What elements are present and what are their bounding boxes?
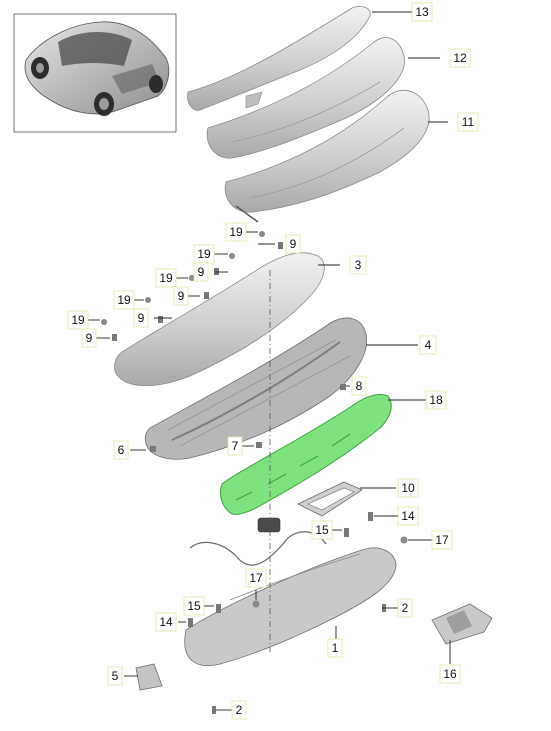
callout-14-text: 14 <box>401 509 415 523</box>
callout-labels: 13 12 11 19 9 3 19 9 19 9 19 9 19 9 4 8 … <box>67 2 479 720</box>
callout-11: 11 <box>457 112 479 132</box>
callout-8: 8 <box>351 376 367 396</box>
callout-9-text: 9 <box>290 237 297 251</box>
callout-18: 18 <box>425 390 447 410</box>
callout-17-b: 17 <box>245 568 267 588</box>
callout-1: 1 <box>327 638 343 658</box>
callout-7: 7 <box>227 436 243 456</box>
callout-2-b: 2 <box>231 700 247 720</box>
callout-5: 5 <box>107 666 123 686</box>
callout-19-e: 19 <box>67 310 89 330</box>
callout-14-b: 14 <box>155 612 177 632</box>
callout-3-text: 3 <box>355 258 362 272</box>
callout-15-text: 15 <box>187 599 201 613</box>
callout-10-text: 10 <box>401 481 415 495</box>
callout-13: 13 <box>411 2 433 22</box>
callout-19-text: 19 <box>71 313 85 327</box>
callout-17-text: 17 <box>435 533 449 547</box>
callout-9-d: 9 <box>133 308 149 328</box>
callout-11-text: 11 <box>462 115 475 129</box>
callout-9-text: 9 <box>86 331 93 345</box>
callout-12: 12 <box>449 48 471 68</box>
callout-12-text: 12 <box>453 51 467 65</box>
callout-4-text: 4 <box>425 338 432 352</box>
callout-17-a: 17 <box>431 530 453 550</box>
wiring-harness <box>189 517 327 566</box>
vehicle-thumbnail <box>13 13 177 133</box>
callout-16: 16 <box>439 664 461 684</box>
callout-1-text: 1 <box>332 641 339 655</box>
callout-5-text: 5 <box>112 669 119 683</box>
callout-16-text: 16 <box>443 667 457 681</box>
callout-13-text: 13 <box>415 5 429 19</box>
callout-19-a: 19 <box>225 222 247 242</box>
callout-9-text: 9 <box>198 265 205 279</box>
callout-9-c: 9 <box>173 286 189 306</box>
callout-8-text: 8 <box>356 379 363 393</box>
callout-2-a: 2 <box>397 598 413 618</box>
callout-9-a: 9 <box>285 234 301 254</box>
part-10-seal <box>297 481 363 517</box>
callout-19-text: 19 <box>117 293 131 307</box>
callout-17-text: 17 <box>249 571 263 585</box>
part-13-spoiler-top <box>187 6 371 111</box>
callout-10: 10 <box>397 478 419 498</box>
callout-9-text: 9 <box>138 311 145 325</box>
callout-7-text: 7 <box>232 439 239 453</box>
callout-9-b: 9 <box>193 262 209 282</box>
callout-6-text: 6 <box>118 443 125 457</box>
leader-lines <box>88 11 451 711</box>
callout-14-a: 14 <box>397 506 419 526</box>
callout-4: 4 <box>419 335 437 355</box>
part-5-cover <box>135 663 163 691</box>
callout-15-a: 15 <box>311 520 333 540</box>
callout-15-b: 15 <box>183 596 205 616</box>
part-18-bracket-highlighted <box>219 393 392 515</box>
part-11-spoiler-lower <box>224 90 430 223</box>
part-4-spoiler-frame <box>144 317 368 460</box>
callout-19-b: 19 <box>193 244 215 264</box>
callout-19-d: 19 <box>113 290 135 310</box>
part-12-spoiler-middle <box>206 37 405 159</box>
fasteners <box>101 231 408 714</box>
callout-15-text: 15 <box>315 523 329 537</box>
callout-19-c: 19 <box>155 268 177 288</box>
callout-2-text: 2 <box>236 703 243 717</box>
callout-6: 6 <box>113 440 129 460</box>
callout-9-text: 9 <box>178 289 185 303</box>
part-3-rear-spoiler <box>114 252 325 387</box>
part-1-base-panel <box>184 547 397 666</box>
callout-9-e: 9 <box>81 328 97 348</box>
callout-3: 3 <box>349 255 367 275</box>
callout-2-text: 2 <box>402 601 409 615</box>
callout-19-text: 19 <box>197 247 211 261</box>
callout-19-text: 19 <box>229 225 243 239</box>
callout-19-text: 19 <box>159 271 173 285</box>
part-16-bracket <box>431 603 493 645</box>
callout-14-text: 14 <box>159 615 173 629</box>
callout-18-text: 18 <box>429 393 443 407</box>
